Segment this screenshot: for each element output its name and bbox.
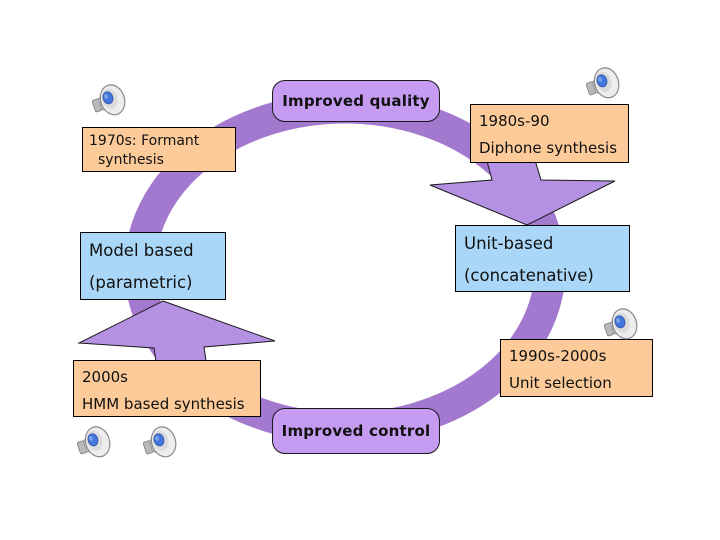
era-1970s-line2: synthesis [98,151,164,168]
era-1970s-line1: 1970s: Formant [89,133,200,149]
sound-speaker-icon[interactable] [141,422,179,464]
era-box-1970s: 1970s: Formant synthesis [82,127,236,172]
unit-based-line1: Unit-based [464,234,554,253]
sound-speaker-icon[interactable] [75,422,113,464]
era-1990s-line2: Unit selection [509,374,612,392]
sound-speaker-icon[interactable] [602,304,640,346]
sound-speaker-icon[interactable] [90,80,128,122]
improved-control-label: Improved control [281,422,431,440]
model-based-line1: Model based [89,241,194,260]
era-box-2000s: 2000s HMM based synthesis [73,360,261,417]
era-1980s-line1: 1980s-90 [479,112,550,130]
era-box-1980s: 1980s-90 Diphone synthesis [470,104,629,163]
improved-quality-label: Improved quality [282,92,430,110]
node-improved-control: Improved control [272,408,440,454]
era-2000s-line1: 2000s [82,368,128,386]
sound-speaker-icon[interactable] [584,63,622,105]
era-box-1990s: 1990s-2000s Unit selection [500,339,653,397]
era-1980s-line2: Diphone synthesis [479,139,618,157]
unit-based-line2: (concatenative) [464,266,594,285]
era-2000s-line2: HMM based synthesis [82,395,245,413]
node-improved-quality: Improved quality [272,80,440,122]
method-box-model-based: Model based (parametric) [80,232,226,300]
model-based-line2: (parametric) [89,273,193,292]
era-1990s-line1: 1990s-2000s [509,347,607,365]
method-box-unit-based: Unit-based (concatenative) [455,225,630,292]
